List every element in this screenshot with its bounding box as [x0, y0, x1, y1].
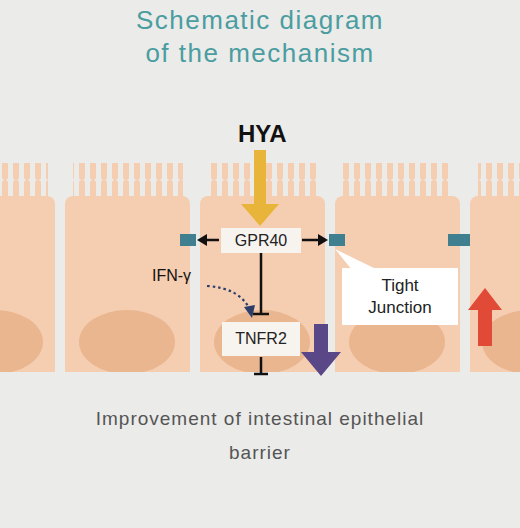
receptor-box: TNFR2: [222, 322, 300, 356]
node-text: GPR40: [235, 232, 287, 250]
callout-box: Tight Junction: [342, 268, 458, 325]
increase-arrow: [468, 288, 502, 346]
decrease-arrow: [301, 324, 341, 376]
tight-junction: [180, 234, 196, 246]
node-text: Tight Junction: [356, 275, 444, 319]
node-text: TNFR2: [235, 330, 287, 348]
ifn-arrow: [207, 286, 250, 310]
cytokine-label: IFN-γ: [152, 267, 191, 285]
tight-junction: [329, 234, 345, 246]
diagram-caption: Improvement of intestinal epithelial bar…: [90, 402, 430, 470]
callout-pointer: [335, 249, 378, 270]
diagram-title: Schematic diagram of the mechanism: [130, 4, 390, 70]
tight-junction: [448, 234, 470, 246]
inhibition-connector: [253, 253, 269, 314]
inhibition-bar: [254, 357, 268, 374]
ifn-arrowhead: [244, 305, 255, 318]
hya-arrow: [241, 150, 279, 226]
compound-label: HYA: [238, 120, 286, 148]
receptor-box: GPR40: [221, 228, 301, 253]
